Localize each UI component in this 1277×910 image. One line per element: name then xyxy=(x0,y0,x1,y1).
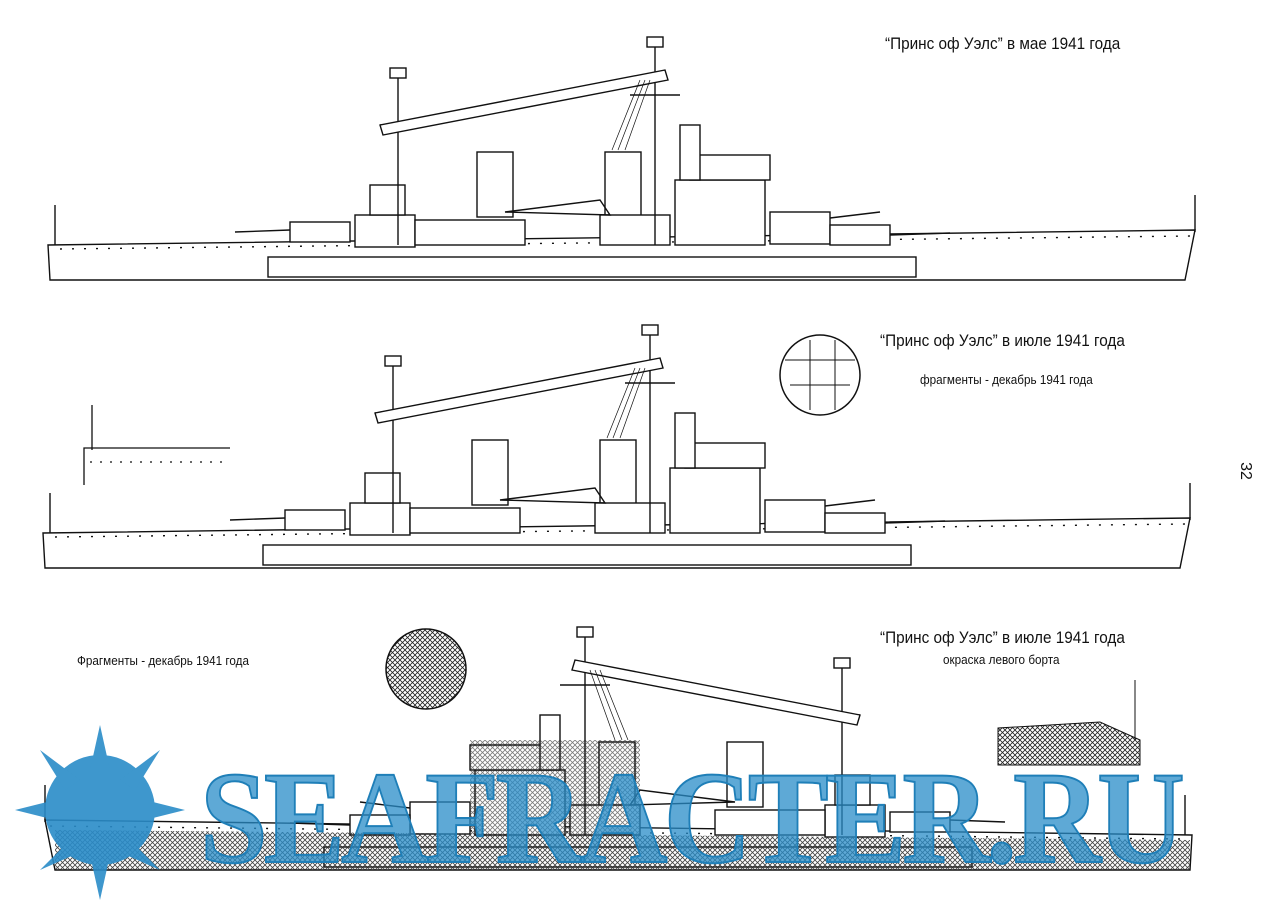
watermark-sun-logo xyxy=(15,725,185,900)
port-side-paint-caption: окраска левого борта xyxy=(943,652,1060,667)
drawing-title-july-1941-port: “Принс оф Уэлс” в июле 1941 года xyxy=(880,628,1125,647)
page-number: 32 xyxy=(1236,462,1254,480)
ship-profile-port-side-camouflage xyxy=(44,626,1193,871)
fragments-caption: фрагменты - декабрь 1941 года xyxy=(920,372,1093,387)
bow-camouflage-fragment xyxy=(997,680,1141,766)
drawing-title-july-1941: “Принс оф Уэлс” в июле 1941 года xyxy=(880,331,1125,350)
circular-fragment-detail xyxy=(779,334,861,416)
bow-fragment-detail xyxy=(83,405,230,485)
drawing-title-may-1941: “Принс оф Уэлс” в мае 1941 года xyxy=(885,34,1121,53)
fragments-december-caption: Фрагменты - декабрь 1941 года xyxy=(77,653,249,668)
circular-fragment-detail-2 xyxy=(385,628,467,710)
watermark: SEAFRACTER.RU xyxy=(199,744,1186,891)
ship-profile-july-1941 xyxy=(42,324,1191,569)
ship-profile-may-1941 xyxy=(47,36,1196,281)
